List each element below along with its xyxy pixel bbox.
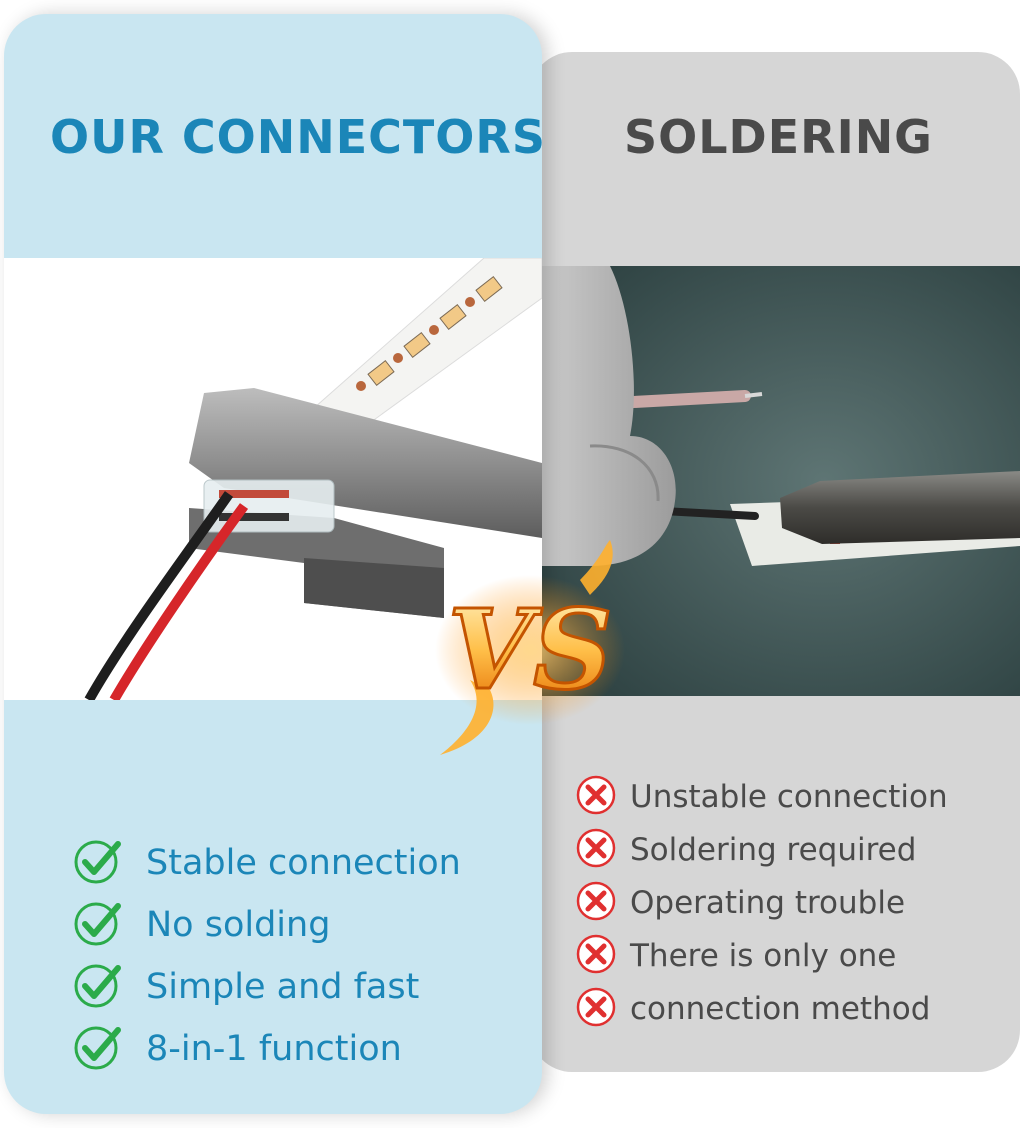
connectors-title: OUR CONNECTORS <box>50 110 542 164</box>
con-label: Soldering required <box>630 831 917 868</box>
connector-photo <box>4 258 542 700</box>
cross-icon <box>576 934 616 978</box>
list-item: There is only one <box>576 929 948 982</box>
pro-label: Simple and fast <box>146 967 420 1007</box>
pros-list: Stable connection No solding Simple and … <box>74 832 461 1080</box>
soldering-title: SOLDERING <box>624 110 933 164</box>
cross-icon <box>576 775 616 819</box>
list-item: 8-in-1 function <box>74 1018 461 1080</box>
cross-icon <box>576 987 616 1031</box>
pro-label: No solding <box>146 905 331 945</box>
cross-icon <box>576 828 616 872</box>
list-item: Operating trouble <box>576 876 948 929</box>
con-label: connection method <box>630 990 931 1027</box>
list-item: Stable connection <box>74 832 461 894</box>
vs-text: VS <box>448 585 613 714</box>
check-icon <box>74 838 124 888</box>
cross-icon <box>576 881 616 925</box>
con-label: Operating trouble <box>630 884 906 921</box>
list-item: Unstable connection <box>576 770 948 823</box>
list-item: Simple and fast <box>74 956 461 1018</box>
connectors-panel: OUR CONNECTORS <box>4 14 542 1114</box>
soldering-panel: SOLDERING <box>530 52 1020 1072</box>
list-item: Soldering required <box>576 823 948 876</box>
check-icon <box>74 1024 124 1074</box>
vs-flame-icon: VS <box>430 540 630 760</box>
con-label: Unstable connection <box>630 778 948 815</box>
pro-label: 8-in-1 function <box>146 1029 402 1069</box>
pro-label: Stable connection <box>146 843 461 883</box>
list-item: connection method <box>576 982 948 1035</box>
cons-list: Unstable connection Soldering required O… <box>576 770 948 1035</box>
list-item: No solding <box>74 894 461 956</box>
check-icon <box>74 962 124 1012</box>
con-label: There is only one <box>630 937 897 974</box>
check-icon <box>74 900 124 950</box>
